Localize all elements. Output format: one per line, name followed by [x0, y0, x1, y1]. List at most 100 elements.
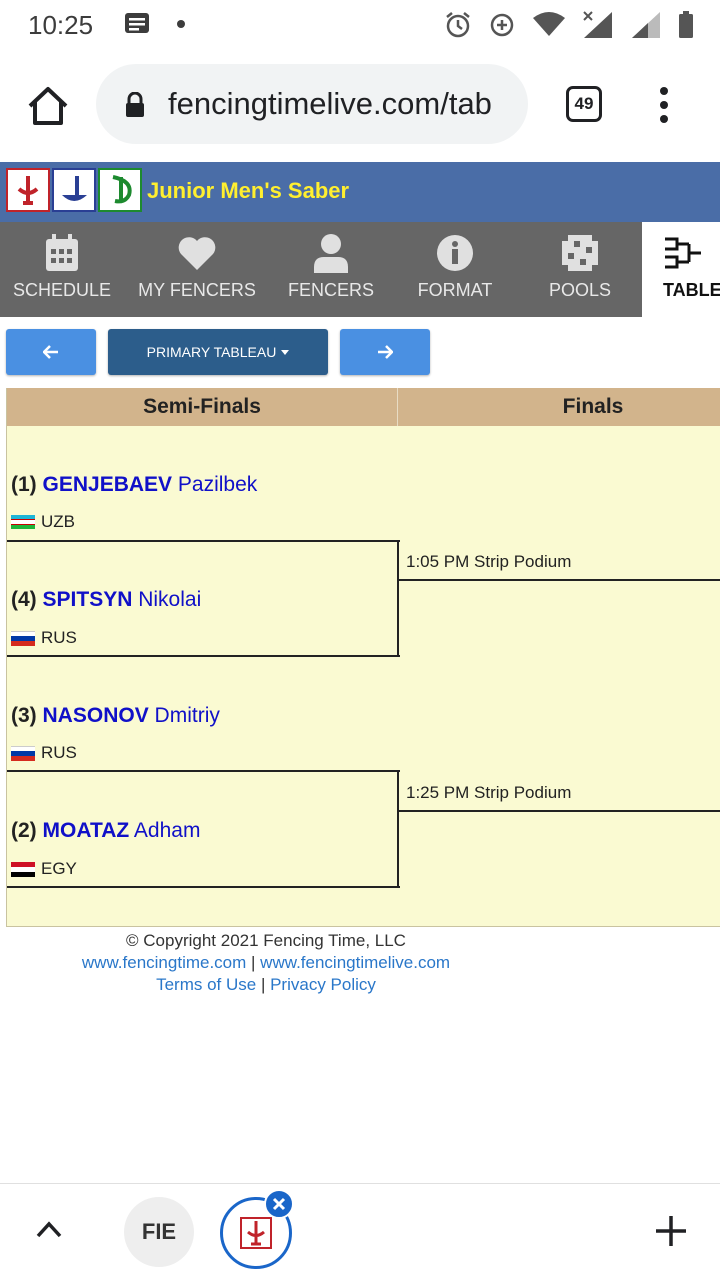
tableau-bracket: Semi-Finals Finals (1) GENJEBAEV Pazilbe…: [6, 388, 720, 927]
pools-grid-icon: [562, 235, 598, 271]
bout-info: 1:25 PM Strip Podium: [406, 783, 572, 802]
fencer-seed: (1): [11, 473, 37, 496]
fie-tab-button[interactable]: FIE: [124, 1197, 194, 1267]
tableau-dropdown[interactable]: PRIMARY TABLEAU: [108, 329, 328, 375]
tab-schedule-label: SCHEDULE: [12, 280, 112, 300]
fencer-last-name: GENJEBAEV: [42, 473, 173, 496]
egy-flag-icon: [11, 861, 35, 877]
fencer-seed: (4): [11, 588, 37, 611]
bracket-line: [397, 810, 720, 812]
bracket-line: [7, 886, 400, 888]
status-bar: 10:25: [0, 0, 720, 50]
event-title: Junior Men's Saber: [147, 178, 350, 203]
more-options-icon[interactable]: [658, 86, 670, 124]
next-round-button[interactable]: [340, 329, 430, 375]
fencer-seed: (2): [11, 819, 37, 842]
fencer-first-name: Adham: [133, 819, 201, 842]
epee-logo-icon: [52, 168, 96, 212]
link-separator: |: [246, 953, 261, 972]
bracket-header: Semi-Finals Finals: [7, 388, 720, 426]
chevron-up-icon[interactable]: [36, 1220, 62, 1238]
current-tab-thumbnail[interactable]: [220, 1197, 292, 1269]
arrow-right-icon: [378, 345, 393, 359]
bracket-connector: [397, 770, 399, 888]
url-text: fencingtimelive.com/tab: [168, 86, 492, 121]
event-nav: SCHEDULE MY FENCERS FENCERS FORMAT POOLS…: [0, 222, 720, 317]
country-code: RUS: [41, 628, 77, 647]
close-tab-icon[interactable]: [264, 1189, 294, 1219]
bracket-line: [7, 770, 400, 772]
fencer-last-name: SPITSYN: [42, 588, 133, 611]
tab-fencers-label: FENCERS: [287, 280, 374, 300]
bracket-line: [7, 540, 400, 542]
terms-link[interactable]: Terms of Use: [156, 975, 257, 994]
bout-info: 1:05 PM Strip Podium: [406, 552, 572, 571]
bracket-icon: [665, 237, 701, 269]
lock-icon: [126, 92, 144, 117]
wifi-icon: [533, 12, 565, 36]
tab-pools-label: POOLS: [548, 280, 612, 300]
foil-logo-icon: [6, 168, 50, 212]
person-icon: [314, 234, 348, 273]
dot-icon: [177, 20, 185, 28]
heart-icon: [178, 237, 216, 270]
country-code: RUS: [41, 743, 77, 762]
uzb-flag-icon: [11, 514, 35, 530]
bracket-line: [397, 579, 720, 581]
tab-schedule[interactable]: SCHEDULE: [0, 222, 124, 317]
tab-my-fencers-label: MY FENCERS: [138, 280, 256, 300]
message-icon: [125, 13, 149, 33]
caret-down-icon: [281, 349, 290, 355]
alarm-icon: [446, 12, 470, 38]
info-icon: [437, 235, 473, 271]
bracket-line: [7, 655, 400, 657]
previous-round-button[interactable]: [6, 329, 96, 375]
column-finals: Finals: [562, 395, 624, 418]
fencer-entry[interactable]: (1) GENJEBAEV Pazilbek: [11, 473, 257, 497]
saber-logo-icon: [98, 168, 142, 212]
fencer-first-name: Nikolai: [138, 588, 202, 611]
status-left-icons: [124, 12, 186, 36]
tab-my-fencers[interactable]: MY FENCERS: [124, 222, 270, 317]
fencer-country: EGY: [11, 859, 77, 879]
calendar-icon: [46, 234, 78, 271]
rus-flag-icon: [11, 745, 35, 761]
tab-table-label: TABLE: [663, 280, 720, 300]
home-icon[interactable]: [26, 84, 70, 128]
fencer-entry[interactable]: (4) SPITSYN Nikolai: [11, 588, 201, 612]
privacy-link[interactable]: Privacy Policy: [270, 975, 376, 994]
fencer-last-name: NASONOV: [42, 704, 149, 727]
rus-flag-icon: [11, 630, 35, 646]
tab-table[interactable]: TABLE: [642, 222, 720, 317]
fencer-first-name: Dmitriy: [154, 704, 220, 727]
arrow-left-icon: [43, 345, 58, 359]
fencing-time-logo[interactable]: [6, 168, 142, 212]
fencer-country: RUS: [11, 628, 77, 648]
browser-bottom-bar: FIE: [0, 1183, 720, 1280]
fencer-seed: (3): [11, 704, 37, 727]
browser-toolbar: fencingtimelive.com/tab 49: [0, 50, 720, 160]
status-time: 10:25: [28, 10, 94, 40]
battery-icon: [679, 11, 693, 38]
bracket-connector: [397, 540, 399, 657]
status-right-icons: [444, 10, 694, 40]
signal-x-icon: [583, 11, 612, 38]
tab-fencers[interactable]: FENCERS: [270, 222, 392, 317]
column-semi-finals: Semi-Finals: [143, 395, 261, 418]
country-code: UZB: [41, 512, 75, 531]
new-tab-icon[interactable]: [654, 1214, 688, 1248]
copyright-text: © Copyright 2021 Fencing Time, LLC: [126, 931, 406, 950]
fencer-last-name: MOATAZ: [42, 819, 130, 842]
tab-format[interactable]: FORMAT: [392, 222, 518, 317]
fencingtimelive-link[interactable]: www.fencingtimelive.com: [260, 953, 451, 972]
url-bar[interactable]: fencingtimelive.com/tab: [96, 64, 528, 144]
fencingtime-link[interactable]: www.fencingtime.com: [81, 953, 247, 972]
fencer-entry[interactable]: (3) NASONOV Dmitriy: [11, 704, 220, 728]
tab-format-label: FORMAT: [417, 280, 493, 300]
tab-switcher-button[interactable]: 49: [566, 86, 602, 122]
tab-pools[interactable]: POOLS: [518, 222, 642, 317]
fencing-time-tab-icon: [240, 1217, 272, 1249]
data-saver-icon: [490, 13, 514, 37]
fencer-entry[interactable]: (2) MOATAZ Adham: [11, 819, 200, 843]
site-header: Junior Men's Saber: [0, 162, 720, 222]
